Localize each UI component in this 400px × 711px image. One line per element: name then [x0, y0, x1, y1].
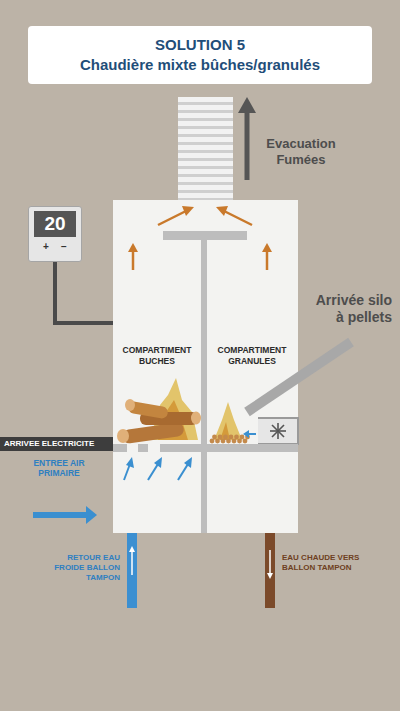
- grate-bar: [207, 444, 298, 452]
- flame: [214, 402, 242, 440]
- grate-bar: [113, 444, 127, 452]
- air-inlet-arrow: [33, 506, 97, 524]
- fan-blade: [272, 425, 284, 437]
- node-text: −: [61, 241, 67, 253]
- title-box: SOLUTION 5Chaudière mixte bûches/granulé…: [28, 26, 372, 84]
- arrow-shaft: [245, 110, 250, 180]
- node-text: COMPARTIMENT BUCHES: [115, 345, 199, 367]
- pellet: [243, 439, 248, 444]
- gas-arrow-head: [128, 243, 138, 252]
- log-fire: [117, 378, 201, 444]
- pellet: [210, 439, 215, 444]
- pellet-fire: [210, 402, 250, 443]
- fan-symbol: [270, 423, 286, 439]
- chimney-flue: [178, 97, 233, 200]
- flow-arrow-head: [129, 546, 135, 552]
- hot-flow-label: EAU CHAUDE VERS BALLON TAMPON: [282, 553, 364, 573]
- gas-arrow-head: [262, 243, 272, 252]
- pellet: [240, 435, 245, 440]
- primary-air-arrows: [124, 457, 192, 480]
- log: [121, 422, 184, 444]
- electricity-band: ARRIVEE ELECTRICITE: [0, 437, 113, 451]
- pellet: [226, 439, 231, 444]
- pellet: [221, 439, 226, 444]
- fan-housing: [258, 418, 298, 444]
- grate-bar: [138, 444, 148, 452]
- fan-unit: [243, 418, 298, 444]
- air-arrow-head: [184, 457, 192, 468]
- air-arrow: [148, 464, 158, 480]
- pellet: [229, 435, 234, 440]
- smoke-exhaust-arrow: [238, 97, 256, 180]
- air-arrow: [178, 464, 188, 480]
- pellet-inlet-label: Arrivée silo à pellets: [306, 292, 392, 326]
- air-arrow: [248, 433, 256, 435]
- gas-arrow: [224, 211, 252, 225]
- pellet: [234, 435, 239, 440]
- node-text: ARRIVEE ELECTRICITE: [4, 437, 113, 451]
- exhaust-label: Evacuation Fumées: [258, 136, 344, 168]
- gas-arrow-head: [216, 206, 228, 216]
- pellet: [237, 439, 242, 444]
- node-text: Chaudière mixte bûches/granulés: [36, 55, 364, 75]
- gas-arrow-head: [182, 206, 194, 216]
- hot-gas-arrows: [128, 206, 272, 270]
- log-end: [125, 399, 135, 411]
- fan-blade: [272, 425, 284, 437]
- pellet: [223, 435, 228, 440]
- grate-bar: [160, 444, 201, 452]
- air-arrow-head: [126, 457, 134, 468]
- pellet: [212, 435, 217, 440]
- air-inlet-label: ENTREE AIR PRIMAIRE: [26, 458, 92, 478]
- hot-flow-pipe: [265, 533, 275, 608]
- air-arrow-head: [243, 430, 249, 438]
- flow-arrow: [131, 550, 133, 575]
- pellet: [232, 439, 237, 444]
- arrow-head: [86, 506, 97, 524]
- air-arrow-head: [154, 457, 162, 468]
- gas-arrow: [132, 250, 135, 270]
- boiler-body: [113, 200, 298, 533]
- air-arrow: [124, 464, 130, 480]
- pellet: [215, 439, 220, 444]
- boiler-box: COMPARTIMENT BUCHES COMPARTIMENT GRANULES: [113, 200, 298, 533]
- grate: [113, 444, 298, 452]
- node-text: SOLUTION 5: [36, 35, 364, 55]
- arrow-shaft: [33, 512, 87, 518]
- thermostat: 20 +−: [28, 206, 82, 262]
- node-text: 20: [34, 211, 76, 237]
- log-end: [191, 412, 201, 425]
- gas-arrow: [158, 211, 186, 225]
- flow-arrow: [269, 550, 271, 575]
- pipe: [265, 533, 275, 608]
- compartment-divider: [201, 231, 207, 533]
- node-text: +: [43, 241, 49, 253]
- control-wire: [55, 262, 113, 323]
- arrow-head: [238, 97, 256, 113]
- gas-arrow: [266, 250, 269, 270]
- pellet: [218, 435, 223, 440]
- flow-arrow-head: [267, 573, 273, 579]
- pellet-heap: [210, 435, 250, 444]
- pipe: [127, 533, 137, 608]
- log-end: [117, 429, 129, 443]
- cold-return-pipe: [127, 533, 137, 608]
- node-text: COMPARTIMENT GRANULES: [208, 345, 296, 367]
- cold-return-label: RETOUR EAU FROIDE BALLON TAMPON: [38, 553, 120, 583]
